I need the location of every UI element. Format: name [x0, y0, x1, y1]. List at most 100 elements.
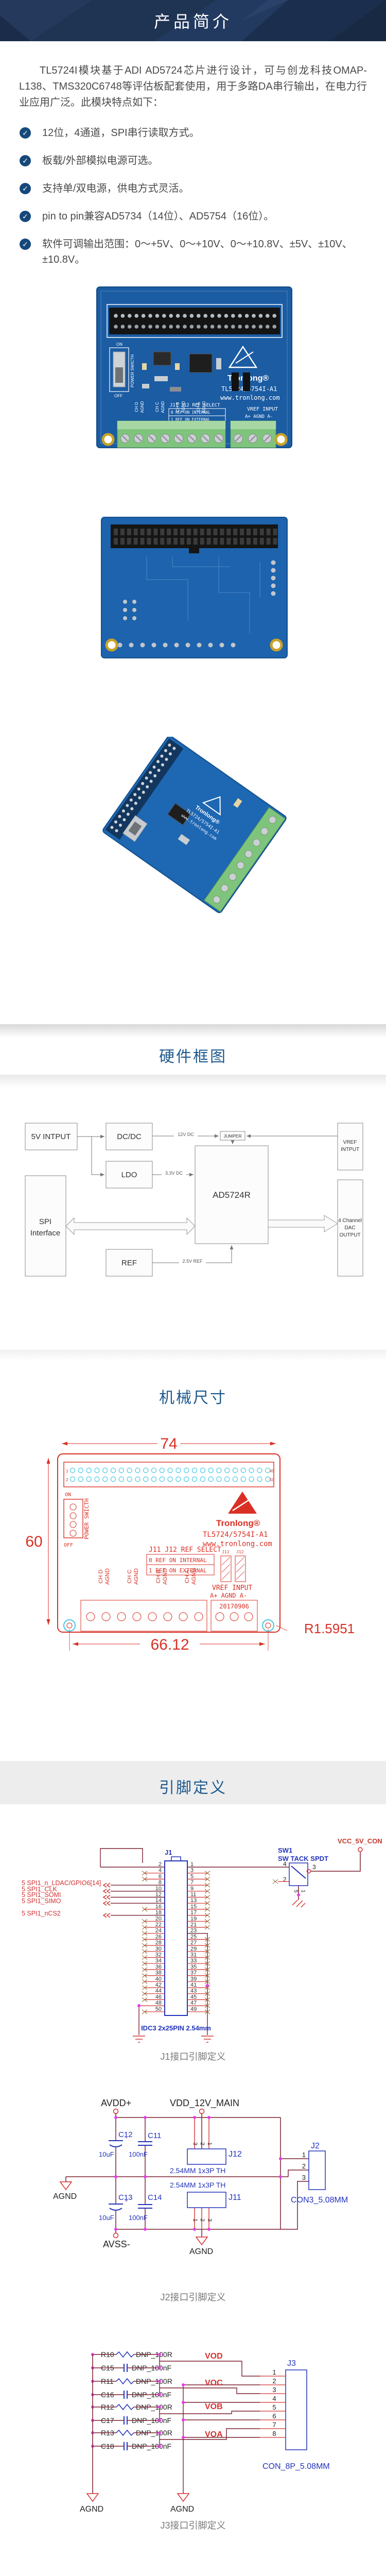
- channel-label: CH A: [196, 402, 201, 412]
- mechanical-drawing: 74 60 66.12 R1.5951 1 2 49 50 POWER SWIC…: [25, 1435, 355, 1653]
- cap-value: 100nF: [129, 2150, 148, 2158]
- feature-item: ✓ pin to pin兼容AD5734（14位）、AD5754（16位）。: [0, 209, 386, 224]
- feature-text: 12位，4通道，SPI串行读取方式。: [42, 127, 200, 139]
- bd-vref-line2: INTPUT: [341, 1147, 359, 1153]
- signal-label: VOB: [205, 2402, 223, 2411]
- section-title-mechanical: 机械尺寸: [159, 1389, 227, 1406]
- j1-pin-number: 2: [159, 1861, 162, 1868]
- j1-pin-number: 44: [155, 1988, 162, 1994]
- cap-designator: C11: [148, 2131, 161, 2140]
- bd-ref: REF: [121, 1259, 137, 1267]
- vref-pins-label: A+ AGND A-: [210, 1592, 247, 1599]
- bd-dcdc: DC/DC: [117, 1132, 142, 1141]
- switch-on-label: ON: [65, 1492, 71, 1498]
- agnd-label: AGND: [140, 401, 145, 413]
- j1-pin-number: 35: [190, 1964, 197, 1970]
- ref-internal-label: 0 REF ON INTERNAL: [171, 410, 210, 415]
- j1-pin-number: 34: [155, 1958, 162, 1964]
- channel-label: CH D: [98, 1570, 104, 1584]
- agnd-label: AGND: [133, 1568, 139, 1585]
- feature-item: ✓12位，4通道，SPI串行读取方式。: [0, 125, 386, 141]
- j3-pin-number: 7: [272, 2421, 276, 2429]
- signal-label: 5 SPI1_nCS2: [22, 1910, 61, 1917]
- j3-pin-number: 2: [272, 2377, 276, 2385]
- j1-pin-number: 8: [159, 1879, 162, 1886]
- power-switch-label: POWER SWICTH: [130, 354, 135, 387]
- j1-pin-number: 36: [155, 1964, 162, 1970]
- sw-pin4: 4: [283, 1860, 287, 1868]
- j1-pin-number: 32: [155, 1952, 162, 1958]
- j3-pin-number: 6: [272, 2412, 276, 2420]
- bd-dac-line2: DAC: [344, 1225, 355, 1231]
- j1-pin-number: 21: [190, 1922, 197, 1928]
- j2-designator: J2: [311, 2142, 320, 2150]
- dim-hole-span: 66.12: [150, 1636, 189, 1653]
- check-icon: ✓: [20, 211, 31, 222]
- jumper-pin: 1: [192, 2218, 198, 2222]
- product-photo-front: ON OFF POWER SWICTH Tronlong® TL5724/575…: [96, 286, 292, 448]
- bd-vref-line1: VREF: [343, 1140, 357, 1145]
- agnd-label: AGND: [80, 2505, 103, 2514]
- vref-input-label: VREF INPUT: [212, 1584, 252, 1592]
- j3-part-number: CON_8P_5.08MM: [262, 2462, 330, 2471]
- cap-value: 10uF: [99, 2150, 114, 2158]
- agnd-label: AGND: [191, 1568, 197, 1585]
- bd-label-25v: 2.5V REF: [182, 1259, 203, 1264]
- j1-pin-number: 27: [190, 1940, 197, 1946]
- feature-text: pin to pin兼容AD5734（14位）、AD5754（16位）。: [42, 211, 274, 222]
- agnd-label: AGND: [170, 2505, 194, 2514]
- check-icon: ✓: [20, 183, 31, 194]
- page-title: 产品简介: [153, 12, 232, 31]
- cap-designator: C12: [118, 2130, 133, 2139]
- feature-text: 支持单/双电源，供电方式灵活。: [42, 183, 189, 194]
- bd-dac-line3: OUTPUT: [339, 1232, 360, 1238]
- j2-pin: 3: [302, 2174, 306, 2181]
- signal-label: 5 SPI1_SIMO: [22, 1897, 61, 1905]
- feature-item: ✓ 支持单/双电源，供电方式灵活。: [0, 181, 386, 196]
- hero-banner: 产品简介: [0, 0, 386, 41]
- jumper-pin: 1: [206, 2142, 213, 2145]
- switch-off-label: OFF: [114, 394, 122, 398]
- j1-pin-number: 24: [155, 1928, 162, 1934]
- j1-pin-number: 16: [155, 1904, 162, 1910]
- section-break: [0, 1075, 386, 1088]
- board-website: www.tronlong.com: [220, 394, 280, 401]
- jumper-pin: 3: [206, 2218, 213, 2222]
- feature-text: 板载/外部模拟电源可选。: [42, 155, 159, 166]
- j1-pin-number: 48: [155, 2000, 162, 2006]
- bd-spi-line2: Interface: [30, 1229, 60, 1238]
- dim-corner-radius: R1.5951: [304, 1621, 355, 1636]
- intro-paragraph: TL5724I模块基于ADI AD5724芯片进行设计，可与创龙科技OMAP-L…: [19, 65, 367, 108]
- j1-pin-number: 40: [155, 1976, 162, 1982]
- j1-pin-number: 3: [190, 1868, 194, 1874]
- j1-pin-number: 10: [155, 1886, 162, 1892]
- cap-designator: C13: [118, 2193, 133, 2202]
- hero-polygon-background: [0, 0, 386, 41]
- j3-pin-number: 3: [272, 2386, 276, 2394]
- brand-logo-text: Tronlong®: [216, 1518, 260, 1528]
- j3-pin-number: 5: [272, 2403, 276, 2411]
- power-switch-label: POWER SWICTH: [83, 1498, 90, 1539]
- j1-pin-number: 6: [159, 1873, 162, 1879]
- cap-value: 10uF: [99, 2214, 114, 2222]
- ref-internal-label: 0 REF ON INTERNAL: [149, 1557, 207, 1564]
- j1-pin-number: 47: [190, 2000, 197, 2006]
- j1-pin-number: 30: [155, 1946, 162, 1952]
- check-icon: ✓: [20, 239, 31, 250]
- section-band: [0, 1761, 386, 1804]
- j1-part-number: IDC3 2x25PIN 2.54mm: [141, 2024, 211, 2032]
- sw-pin5: 5: [293, 1890, 299, 1893]
- switch-on-label: ON: [116, 342, 122, 347]
- check-icon: ✓: [20, 155, 31, 166]
- j1-pin-number: 12: [155, 1892, 162, 1898]
- hardware-block-diagram: 5V INTPUT DC/DC LDO JUMPER VREF INTPUT A…: [25, 1123, 363, 1277]
- sw1-designator: SW1: [278, 1846, 292, 1854]
- bd-ldo: LDO: [121, 1171, 137, 1179]
- channel-label: CH A: [184, 1570, 190, 1583]
- jumper-pin: 3: [192, 2142, 198, 2145]
- agnd-label: AGND: [181, 401, 186, 413]
- section-title-pins: 引脚定义: [159, 1780, 227, 1797]
- pin-number: 49: [270, 1469, 274, 1473]
- section-title-hardware: 硬件框图: [159, 1048, 227, 1065]
